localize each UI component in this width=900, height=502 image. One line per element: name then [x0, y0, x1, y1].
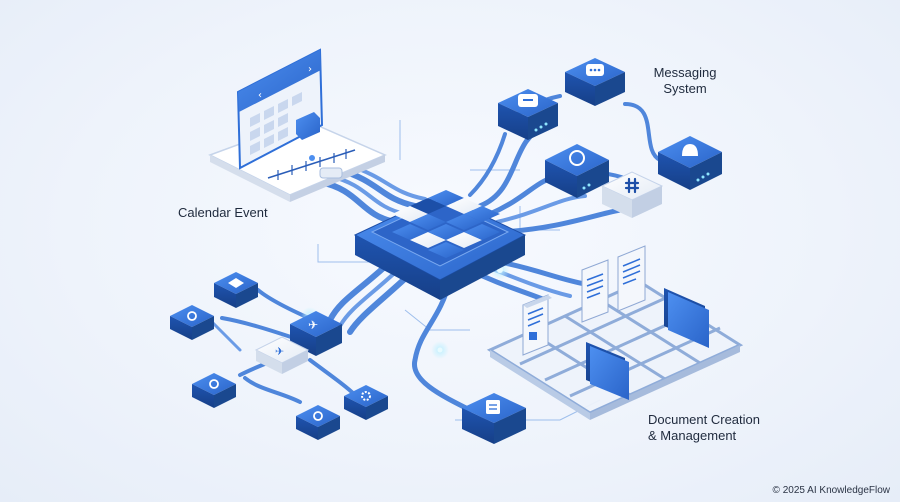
document-label-line1: Document Creation: [648, 412, 760, 427]
messaging-system-node: [498, 58, 722, 218]
left-cluster: ✈ ✈: [170, 272, 388, 440]
chat-cube-top: [565, 58, 625, 106]
central-hub: [353, 190, 527, 300]
sync-small-cube: [192, 373, 236, 408]
sync-icon: [569, 150, 585, 166]
messaging-system-label: Messaging System: [640, 65, 730, 97]
slack-cube: [600, 171, 664, 218]
headset-icon: [187, 311, 197, 321]
document-cube: [462, 393, 526, 444]
messaging-label-line2: System: [663, 81, 707, 96]
gear-icon: [361, 391, 371, 401]
slack-icon: [624, 177, 640, 194]
mail-cube: [214, 272, 258, 308]
folder-icon: [586, 342, 629, 400]
plane-tile-white: ✈: [254, 336, 310, 374]
copyright-footer: © 2025 AI KnowledgeFlow: [772, 485, 890, 496]
calendar-event-label: Calendar Event: [178, 205, 268, 220]
mail-icon: [228, 278, 244, 288]
svg-text:›: ›: [308, 64, 312, 75]
document-label-line2: & Management: [648, 428, 737, 443]
messaging-label-line1: Messaging: [653, 65, 717, 80]
chat-cube-left: [498, 89, 558, 140]
gear-cube: [344, 385, 388, 420]
plane-cube: ✈: [290, 311, 342, 356]
calendar-event-node: ‹ ›: [208, 48, 387, 202]
document-icon: [522, 294, 552, 356]
bell-icon: [682, 144, 698, 156]
document-icon: [617, 245, 646, 312]
plane-icon: ✈: [308, 318, 318, 332]
refresh-cube: [296, 405, 340, 440]
document-management-node: [462, 245, 744, 444]
cables: [208, 94, 662, 413]
sync-cube: [545, 144, 609, 198]
support-cube: [170, 305, 214, 340]
document-icon: [581, 259, 609, 323]
folder-icon: [664, 288, 709, 348]
svg-text:✈: ✈: [275, 345, 284, 358]
document-management-label: Document Creation & Management: [648, 412, 760, 444]
bell-cube: [658, 136, 722, 190]
svg-text:‹: ‹: [258, 90, 262, 101]
